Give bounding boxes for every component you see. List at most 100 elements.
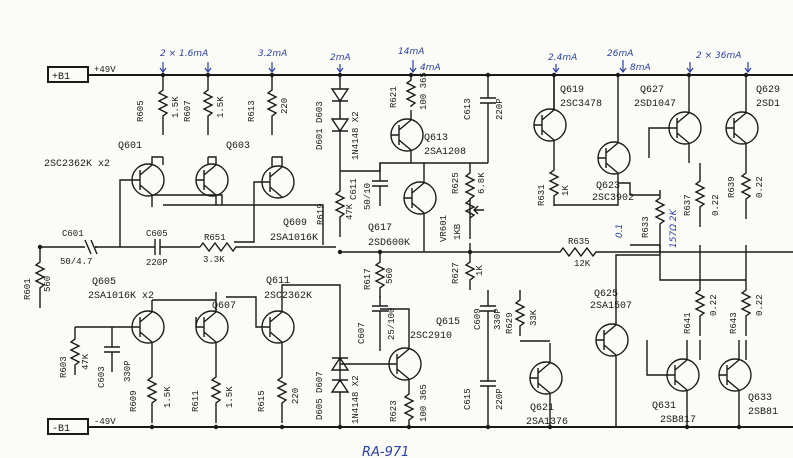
svg-text:Q611: Q611	[266, 276, 290, 287]
current-c2: 3.2mA	[258, 49, 287, 59]
svg-text:1.5K: 1.5K	[171, 96, 181, 118]
svg-text:220P: 220P	[495, 98, 505, 120]
svg-text:Q619: Q619	[560, 85, 584, 96]
diode-d601: D601 D603 1N4148 X2	[315, 75, 361, 171]
interconnect-wires	[75, 75, 747, 427]
negative-rail: -B1 -49V	[47, 417, 793, 435]
svg-text:Q625: Q625	[594, 289, 618, 300]
transistor-q607: Q607	[195, 300, 236, 362]
positive-rail: +B1 +49V	[47, 65, 793, 83]
resistor-r639: R639 0.22	[727, 163, 765, 219]
svg-text:Q601: Q601	[118, 141, 142, 152]
resistor-r643: R643 0.22	[729, 280, 765, 336]
capacitor-c613: C613 220P	[463, 75, 505, 163]
transistor-q623: Q623 2SC3902	[592, 123, 634, 204]
resistor-r607: R607 1.5K	[183, 75, 226, 135]
svg-text:Q607: Q607	[212, 301, 236, 312]
svg-text:R613: R613	[247, 100, 257, 122]
svg-text:25/100: 25/100	[387, 308, 397, 340]
svg-text:2SA1016K: 2SA1016K	[270, 233, 318, 244]
resistor-r631: R631 1K	[537, 160, 571, 206]
svg-text:1N4148 X2: 1N4148 X2	[351, 111, 361, 160]
svg-text:R633: R633	[641, 216, 651, 238]
neg-rail-voltage: -49V	[94, 417, 116, 427]
svg-text:R621: R621	[389, 86, 399, 108]
transistor-q627: Q627 2SD1047	[634, 75, 702, 163]
svg-text:1.5K: 1.5K	[216, 96, 226, 118]
svg-text:C601: C601	[62, 229, 84, 239]
resistor-r603: R603 47K	[59, 327, 91, 378]
svg-text:2SA1376: 2SA1376	[526, 417, 568, 428]
svg-text:Q609: Q609	[283, 218, 307, 229]
transistor-q629: Q629 2SD1	[725, 75, 780, 163]
svg-text:Q633: Q633	[748, 393, 772, 404]
svg-text:R615: R615	[257, 390, 267, 412]
transistor-q617: Q617 2SD600K	[368, 163, 437, 249]
svg-text:Q623: Q623	[596, 181, 620, 192]
svg-text:R627: R627	[451, 262, 461, 284]
transistor-q605: Q605 2SA1016K x2	[88, 277, 165, 362]
svg-text:C615: C615	[463, 388, 473, 410]
current-c6b: 8mA	[630, 63, 651, 73]
capacitor-c603: C603 330P	[97, 327, 133, 388]
svg-text:2SC2910: 2SC2910	[410, 331, 452, 342]
svg-text:2SA1507: 2SA1507	[590, 301, 632, 312]
svg-text:R603: R603	[59, 356, 69, 378]
svg-text:2SC3902: 2SC3902	[592, 193, 634, 204]
svg-text:R651: R651	[204, 233, 226, 243]
svg-text:D601 D603: D601 D603	[315, 101, 325, 150]
transistor-q603: Q603	[195, 141, 250, 197]
svg-text:R623: R623	[389, 400, 399, 422]
svg-text:R635: R635	[568, 237, 590, 247]
svg-text:2SC2362K x2: 2SC2362K x2	[44, 159, 110, 170]
svg-text:560: 560	[385, 268, 395, 284]
transistor-q621: Q621 2SA1376	[526, 343, 568, 428]
svg-text:220P: 220P	[146, 258, 168, 268]
svg-text:3.3K: 3.3K	[203, 255, 225, 265]
svg-text:R637: R637	[683, 194, 693, 216]
svg-text:C613: C613	[463, 98, 473, 120]
current-c1: 2 × 1.6mA	[160, 49, 208, 59]
svg-text:0.1: 0.1	[615, 224, 625, 238]
svg-text:0.22: 0.22	[709, 294, 719, 316]
current-c5: 2.4mA	[548, 53, 577, 63]
transistor-q625: Q625 2SA1507	[590, 289, 632, 375]
capacitor-c609: C609 330P	[473, 290, 503, 341]
svg-text:2SD1047: 2SD1047	[634, 99, 676, 110]
capacitor-c607: C607 25/100	[357, 296, 397, 351]
current-c4: 14mA	[398, 47, 424, 57]
svg-text:Q605: Q605	[92, 277, 116, 288]
resistor-r633: R633 157Ω 2K 0.1	[615, 190, 679, 254]
svg-text:R639: R639	[727, 176, 737, 198]
svg-text:1N4148 X2: 1N4148 X2	[351, 375, 361, 424]
svg-text:R643: R643	[729, 312, 739, 334]
resistor-r619: R619 47K	[316, 171, 355, 237]
svg-text:1.5K: 1.5K	[225, 386, 235, 408]
svg-text:Q615: Q615	[436, 317, 460, 328]
resistor-r605: R605 1.5K	[136, 75, 181, 135]
resistor-r627: R627 1K	[451, 252, 485, 290]
svg-text:R641: R641	[683, 312, 693, 334]
current-c3: 2mA	[330, 53, 351, 63]
svg-text:330P: 330P	[493, 308, 503, 330]
svg-text:R609: R609	[129, 390, 139, 412]
resistor-r629: R629 33K	[505, 290, 539, 336]
svg-text:Q617: Q617	[368, 223, 392, 234]
svg-text:C611: C611	[349, 178, 359, 200]
svg-text:0.22: 0.22	[711, 194, 721, 216]
svg-text:R607: R607	[183, 100, 193, 122]
resistor-r609: R609 1.5K	[129, 362, 173, 423]
svg-text:100 365: 100 365	[419, 72, 429, 110]
svg-text:R631: R631	[537, 184, 547, 206]
svg-text:0.22: 0.22	[755, 176, 765, 198]
transistor-q631: Q631 2SB817	[652, 340, 700, 427]
svg-text:1K: 1K	[561, 185, 571, 196]
svg-text:Q621: Q621	[530, 403, 554, 414]
transistor-q611: Q611 2SC2362K	[261, 276, 312, 362]
svg-text:2SD600K: 2SD600K	[368, 238, 410, 249]
svg-text:R611: R611	[191, 390, 201, 412]
svg-text:R617: R617	[363, 268, 373, 290]
svg-text:Q627: Q627	[640, 85, 664, 96]
